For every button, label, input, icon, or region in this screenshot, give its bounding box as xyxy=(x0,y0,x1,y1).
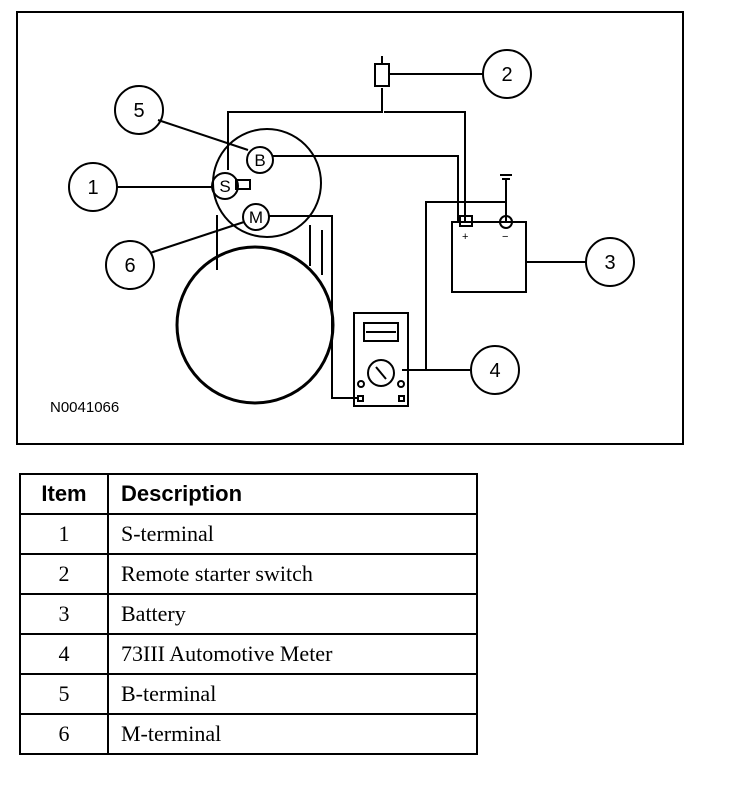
terminal-s-label: S xyxy=(219,177,230,196)
table-row: 5 B-terminal xyxy=(19,673,478,715)
legend-table: Item Description 1 S-terminal 2 Remote s… xyxy=(19,473,478,755)
ground-icon xyxy=(500,174,512,180)
wiring-diagram: + − S B M 1 2 xyxy=(16,11,684,445)
svg-text:1: 1 xyxy=(87,177,98,199)
battery-icon: + − xyxy=(451,215,586,293)
callout-4: 4 xyxy=(470,345,520,395)
row-item: 4 xyxy=(19,633,109,675)
terminal-b: B xyxy=(246,146,274,174)
row-description: Battery xyxy=(107,593,478,635)
table-row: 3 Battery xyxy=(19,593,478,635)
table-header-row: Item Description xyxy=(19,473,478,515)
svg-text:2: 2 xyxy=(501,64,512,86)
callout-5: 5 xyxy=(114,85,164,135)
row-description: M-terminal xyxy=(107,713,478,755)
row-item: 1 xyxy=(19,513,109,555)
table-row: 1 S-terminal xyxy=(19,513,478,555)
battery-negative-label: − xyxy=(502,231,508,243)
header-description: Description xyxy=(107,473,478,515)
svg-text:3: 3 xyxy=(604,252,615,274)
callout-3: 3 xyxy=(585,237,635,287)
starter-motor-icon xyxy=(175,215,335,405)
row-item: 5 xyxy=(19,673,109,715)
svg-text:4: 4 xyxy=(489,360,500,382)
diagram-frame xyxy=(16,11,684,445)
table-row: 6 M-terminal xyxy=(19,713,478,755)
callout-leaders xyxy=(117,119,249,254)
row-item: 6 xyxy=(19,713,109,755)
svg-text:5: 5 xyxy=(133,100,144,122)
row-description: B-terminal xyxy=(107,673,478,715)
terminal-m-label: M xyxy=(249,208,263,227)
figure-code: N0041066 xyxy=(50,399,119,416)
table-row: 2 Remote starter switch xyxy=(19,553,478,595)
terminal-m: M xyxy=(242,203,270,231)
row-item: 2 xyxy=(19,553,109,595)
row-description: 73III Automotive Meter xyxy=(107,633,478,675)
callout-6: 6 xyxy=(105,240,155,290)
row-description: Remote starter switch xyxy=(107,553,478,595)
callout-2: 2 xyxy=(482,49,532,99)
terminal-s: S xyxy=(211,172,251,200)
row-description: S-terminal xyxy=(107,513,478,555)
battery-positive-label: + xyxy=(462,231,468,243)
table-row: 4 73III Automotive Meter xyxy=(19,633,478,675)
row-item: 3 xyxy=(19,593,109,635)
svg-text:6: 6 xyxy=(124,255,135,277)
meter-icon xyxy=(353,312,470,407)
callout-1: 1 xyxy=(68,162,118,212)
switch-plug-icon xyxy=(374,56,390,87)
diagram-svg: + − S B M 1 2 xyxy=(16,11,684,445)
wiring xyxy=(227,73,507,399)
terminal-b-label: B xyxy=(254,151,265,170)
header-item: Item xyxy=(19,473,109,515)
